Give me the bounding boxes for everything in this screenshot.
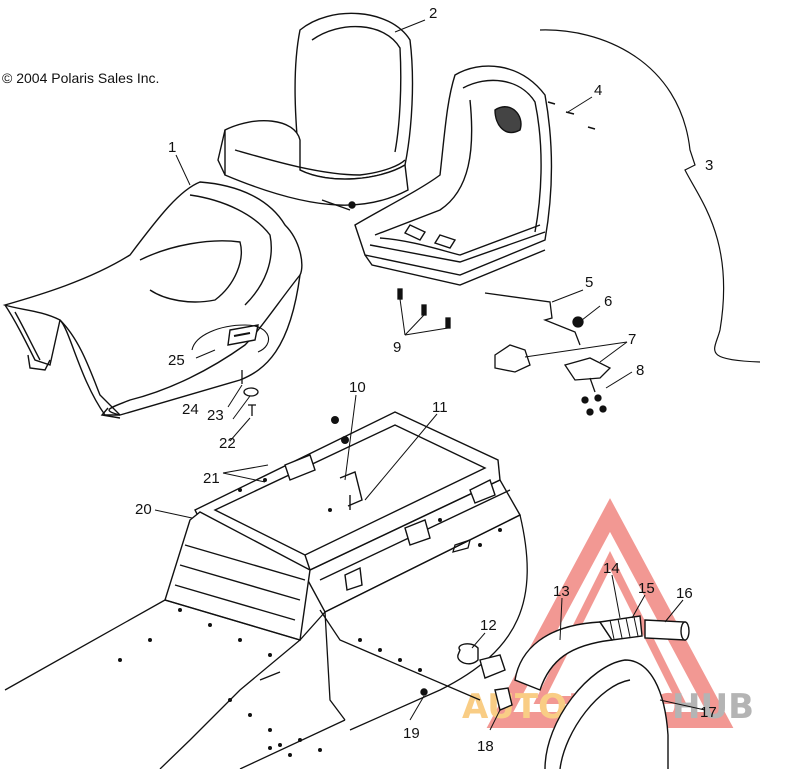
callout-18: 18 (477, 738, 494, 755)
callout-3: 3 (705, 157, 713, 174)
screws-8 (581, 394, 607, 416)
clamp-18 (494, 687, 513, 711)
callout-13: 13 (553, 583, 570, 600)
callout-7: 7 (628, 331, 636, 348)
hose-fittings-12-18-19 (420, 643, 513, 711)
callout-numbers: 1 2 3 4 5 6 7 8 9 10 11 12 13 14 15 16 1… (135, 5, 717, 755)
callout-25: 25 (168, 352, 185, 369)
callout-6: 6 (604, 293, 612, 310)
callout-12: 12 (480, 617, 497, 634)
callout-23: 23 (207, 407, 224, 424)
callout-1: 1 (168, 139, 176, 156)
seat-hardware-5-8 (484, 292, 612, 416)
screw-19 (420, 688, 428, 696)
watermark-auto-text: AUTO (462, 687, 567, 727)
callout-5: 5 (585, 274, 593, 291)
latch-bracket-7b (563, 357, 612, 381)
latch-highlight-25 (191, 324, 270, 353)
pin-fasteners-4 (547, 101, 596, 130)
callout-4: 4 (594, 82, 602, 99)
callout-21: 21 (203, 470, 220, 487)
callout-bracket-3 (539, 29, 761, 363)
leader-lines (154, 19, 706, 731)
callout-22: 22 (219, 435, 236, 452)
callout-10: 10 (349, 379, 366, 396)
callout-14: 14 (603, 560, 620, 577)
callout-11: 11 (432, 399, 448, 416)
callout-19: 19 (403, 725, 420, 742)
callout-16: 16 (676, 585, 693, 602)
callout-9: 9 (393, 339, 401, 356)
hardware-22-24 (241, 370, 259, 416)
callout-15: 15 (638, 580, 655, 597)
callout-2: 2 (429, 5, 437, 22)
main-seat-cushion (2, 181, 303, 419)
chassis-rivets (118, 416, 502, 757)
seal-17 (544, 659, 669, 769)
backrest-cushion (217, 12, 414, 211)
chassis-tunnel (4, 514, 528, 769)
callout-17: 17 (700, 704, 717, 721)
nut-6 (572, 316, 584, 328)
copyright-notice: © 2004 Polaris Sales Inc. (2, 70, 160, 86)
air-duct-13-16 (514, 615, 690, 769)
latch-bracket-7a (494, 344, 531, 373)
tube-16 (644, 619, 686, 641)
latch-cable-5 (484, 292, 581, 346)
callout-8: 8 (636, 362, 644, 379)
callout-20: 20 (135, 501, 152, 518)
front-panel-20 (164, 511, 311, 641)
callout-24: 24 (182, 401, 199, 418)
bolts-9 (397, 288, 451, 329)
seat-frame-shell (354, 65, 553, 286)
grommet-12 (457, 643, 479, 665)
watermark-hub-text: HUB (672, 687, 754, 727)
